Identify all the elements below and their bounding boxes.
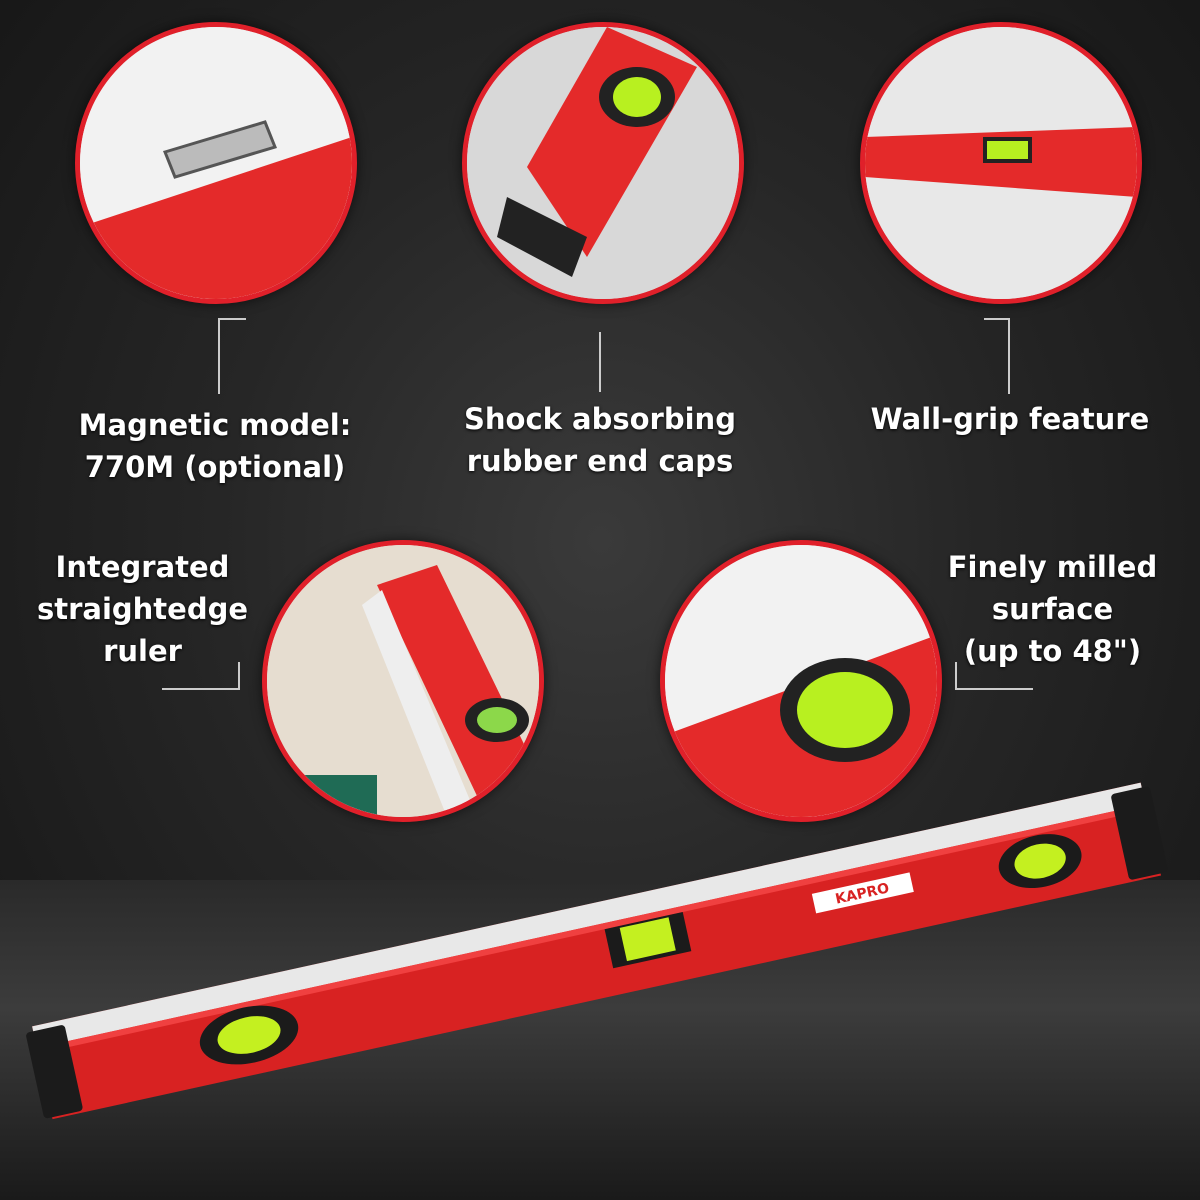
label-ruler: Integrated straightedge ruler [20, 546, 265, 672]
label-line: rubber end caps [466, 444, 734, 478]
label-wall-grip: Wall-grip feature [860, 398, 1160, 440]
bracket [162, 662, 240, 690]
detail-end-caps [462, 22, 744, 304]
detail-magnetic [75, 22, 357, 304]
detail-milled-surface [660, 540, 942, 822]
label-line: Integrated [55, 550, 230, 584]
label-line: surface [991, 592, 1114, 626]
label-line: straightedge [36, 592, 249, 626]
vial [619, 917, 676, 962]
detail-ruler [262, 540, 544, 822]
milled-surface-image [665, 545, 937, 817]
end-cap-image [467, 27, 739, 299]
label-line: 770M (optional) [84, 450, 346, 484]
bracket [599, 332, 601, 392]
end-cap [1111, 786, 1168, 880]
bracket [955, 662, 1033, 690]
bracket [984, 318, 1010, 394]
label-magnetic: Magnetic model: 770M (optional) [70, 404, 360, 488]
vial [1014, 843, 1066, 879]
wall-grip-image [865, 27, 1137, 299]
label-line: Finely milled [947, 550, 1158, 584]
label-milled-surface: Finely milled surface (up to 48") [930, 546, 1175, 672]
label-end-caps: Shock absorbing rubber end caps [450, 398, 750, 482]
detail-wall-grip [860, 22, 1142, 304]
label-line: (up to 48") [963, 634, 1142, 668]
end-cap [26, 1025, 83, 1119]
label-line: Shock absorbing [464, 402, 736, 436]
label-line: Wall-grip feature [870, 402, 1150, 436]
ruler-image [267, 545, 539, 817]
bracket [218, 318, 246, 394]
vial [217, 1016, 281, 1054]
magnet-image [80, 27, 352, 299]
label-line: Magnetic model: [78, 408, 352, 442]
label-line: ruler [103, 634, 182, 668]
